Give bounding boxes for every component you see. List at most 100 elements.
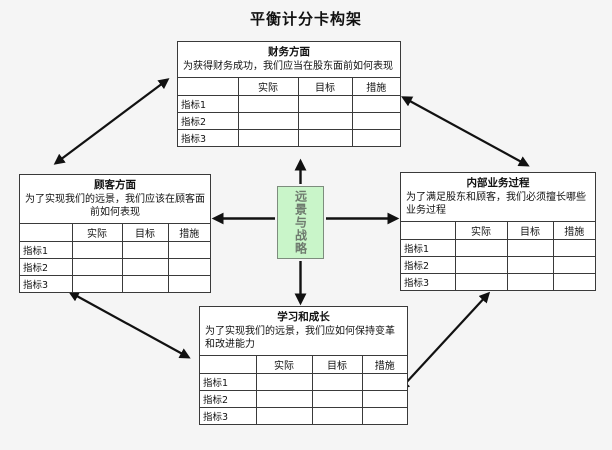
perspective-box-learning[interactable]: 学习和成长 为了实现我们的远景，我们应如何保持变革和改进能力 实际 目标 措施 … (199, 306, 408, 425)
perspective-title-customer: 顾客方面 (94, 179, 136, 191)
row-label-indicator-1: 指标1 (178, 94, 239, 113)
table-row: 指标3 (20, 274, 210, 292)
column-header-target: 目标 (121, 224, 169, 242)
cell-measure[interactable] (552, 255, 595, 274)
cell-actual[interactable] (237, 94, 299, 113)
table-header-row: 实际 目标 措施 (200, 356, 407, 374)
cell-actual[interactable] (255, 389, 313, 408)
cell-actual[interactable] (454, 255, 508, 274)
cell-target[interactable] (311, 372, 363, 391)
cell-target[interactable] (311, 406, 363, 424)
learning-internal-link-arrow (398, 291, 491, 391)
column-header-measure: 措施 (167, 224, 210, 242)
customer-financial-link-arrow (53, 78, 170, 165)
cell-measure[interactable] (351, 94, 400, 113)
column-header-actual: 实际 (237, 78, 299, 96)
column-header-measure: 措施 (351, 78, 400, 96)
column-header-actual: 实际 (255, 356, 313, 374)
cell-target[interactable] (121, 274, 169, 292)
perspective-header-customer: 顾客方面 为了实现我们的远景，我们应该在顾客面前如何表现 (20, 175, 210, 224)
table-row: 指标2 (178, 111, 400, 130)
table-row: 指标1 (200, 372, 407, 391)
customer-learning-link-arrow (68, 291, 191, 359)
column-header-blank (178, 78, 239, 96)
cell-target[interactable] (121, 257, 169, 276)
row-label-indicator-1: 指标1 (20, 240, 73, 259)
perspective-table-learning: 实际 目标 措施 指标1 指标2 指标3 (200, 356, 407, 424)
table-header-row: 实际 目标 措施 (178, 78, 400, 96)
cell-actual[interactable] (237, 128, 299, 146)
cell-actual[interactable] (454, 272, 508, 290)
table-header-row: 实际 目标 措施 (20, 224, 210, 242)
column-header-measure: 措施 (552, 222, 595, 240)
perspective-box-customer[interactable]: 顾客方面 为了实现我们的远景，我们应该在顾客面前如何表现 实际 目标 措施 指标… (19, 174, 211, 293)
table-row: 指标3 (200, 406, 407, 424)
table-row: 指标1 (178, 94, 400, 113)
cell-measure[interactable] (167, 240, 210, 259)
row-label-indicator-3: 指标3 (20, 274, 73, 292)
row-label-indicator-3: 指标3 (401, 272, 456, 290)
perspective-description-learning: 为了实现我们的远景，我们应如何保持变革和改进能力 (205, 326, 395, 350)
cell-measure[interactable] (167, 274, 210, 292)
column-header-actual: 实际 (71, 224, 123, 242)
cell-measure[interactable] (351, 128, 400, 146)
row-label-indicator-2: 指标2 (401, 255, 456, 274)
page-title: 平衡计分卡构架 (249, 10, 362, 28)
cell-measure[interactable] (167, 257, 210, 276)
column-header-blank (401, 222, 456, 240)
perspective-title-internal: 内部业务过程 (466, 177, 530, 189)
table-row: 指标2 (200, 389, 407, 408)
cell-actual[interactable] (71, 240, 123, 259)
cell-actual[interactable] (255, 406, 313, 424)
column-header-blank (20, 224, 73, 242)
table-header-row: 实际 目标 措施 (401, 222, 595, 240)
cell-actual[interactable] (237, 111, 299, 130)
cell-actual[interactable] (71, 274, 123, 292)
perspective-table-internal: 实际 目标 措施 指标1 指标2 指标3 (401, 222, 595, 290)
cell-target[interactable] (311, 389, 363, 408)
table-row: 指标2 (401, 255, 595, 274)
cell-measure[interactable] (361, 372, 407, 391)
cell-actual[interactable] (454, 238, 508, 257)
cell-measure[interactable] (552, 238, 595, 257)
cell-target[interactable] (121, 240, 169, 259)
column-header-measure: 措施 (361, 356, 407, 374)
cell-target[interactable] (506, 238, 554, 257)
perspective-header-financial: 财务方面 为获得财务成功，我们应当在股东面前如何表现 (178, 42, 400, 78)
row-label-indicator-2: 指标2 (178, 111, 239, 130)
cell-target[interactable] (297, 94, 353, 113)
perspective-description-internal: 为了满足股东和顾客，我们必须擅长哪些业务过程 (406, 192, 586, 216)
row-label-indicator-1: 指标1 (401, 238, 456, 257)
perspective-header-internal: 内部业务过程 为了满足股东和顾客，我们必须擅长哪些业务过程 (401, 173, 595, 222)
perspective-box-internal[interactable]: 内部业务过程 为了满足股东和顾客，我们必须擅长哪些业务过程 实际 目标 措施 指… (400, 172, 596, 291)
cell-measure[interactable] (351, 111, 400, 130)
cell-target[interactable] (297, 111, 353, 130)
column-header-actual: 实际 (454, 222, 508, 240)
column-header-target: 目标 (297, 78, 353, 96)
row-label-indicator-3: 指标3 (200, 406, 257, 424)
column-header-target: 目标 (311, 356, 363, 374)
cell-actual[interactable] (255, 372, 313, 391)
perspective-title-learning: 学习和成长 (277, 311, 330, 323)
cell-target[interactable] (506, 255, 554, 274)
row-label-indicator-2: 指标2 (20, 257, 73, 276)
table-row: 指标3 (401, 272, 595, 290)
table-row: 指标3 (178, 128, 400, 146)
financial-internal-link-arrow (401, 96, 530, 167)
row-label-indicator-1: 指标1 (200, 372, 257, 391)
cell-target[interactable] (297, 128, 353, 146)
center-vision-box[interactable]: 远景与战略 (277, 186, 324, 259)
table-row: 指标2 (20, 257, 210, 276)
table-row: 指标1 (20, 240, 210, 259)
table-row: 指标1 (401, 238, 595, 257)
perspective-table-customer: 实际 目标 措施 指标1 指标2 指标3 (20, 224, 210, 292)
cell-measure[interactable] (361, 389, 407, 408)
cell-measure[interactable] (361, 406, 407, 424)
cell-actual[interactable] (71, 257, 123, 276)
perspective-description-financial: 为获得财务成功，我们应当在股东面前如何表现 (183, 61, 393, 72)
cell-target[interactable] (506, 272, 554, 290)
cell-measure[interactable] (552, 272, 595, 290)
perspective-table-financial: 实际 目标 措施 指标1 指标2 指标3 (178, 78, 400, 146)
perspective-box-financial[interactable]: 财务方面 为获得财务成功，我们应当在股东面前如何表现 实际 目标 措施 指标1 (177, 41, 401, 147)
